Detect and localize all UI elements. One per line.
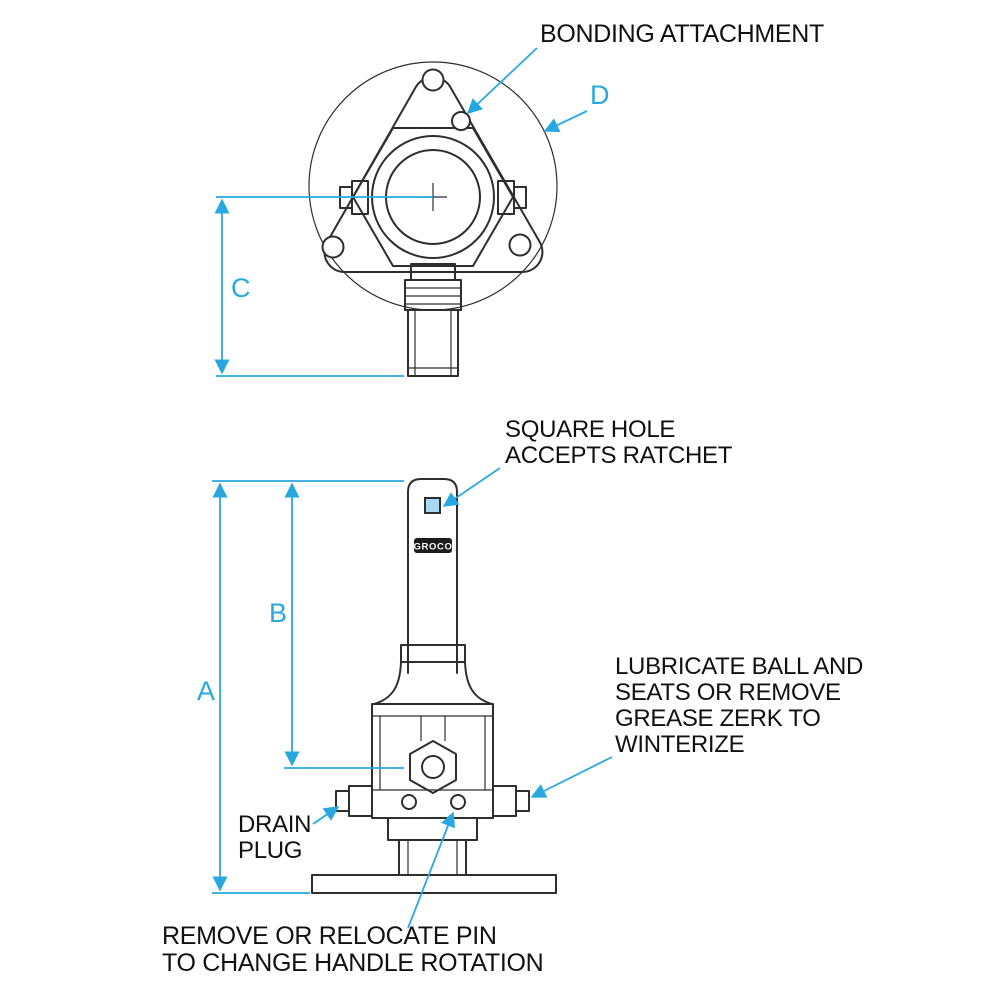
brand-logo-box: [414, 538, 452, 553]
callout-relocate-pin: REMOVE OR RELOCATE PIN TO CHANGE HANDLE …: [162, 811, 544, 977]
callout-square-hole: SQUARE HOLE ACCEPTS RATCHET: [442, 416, 733, 507]
drain-plug-label-line1: DRAIN: [238, 811, 311, 838]
callout-lubricate: LUBRICATE BALL AND SEATS OR REMOVE GREAS…: [530, 653, 863, 798]
handle-pin-left: [401, 794, 417, 810]
square-ratchet-hole: [424, 497, 441, 514]
lubricate-label-line4: WINTERIZE: [615, 731, 744, 758]
relocate-pin-label-line1: REMOVE OR RELOCATE PIN: [162, 922, 497, 950]
grease-zerk-hex: [409, 740, 457, 794]
lubricate-label-line1: LUBRICATE BALL AND: [615, 653, 863, 680]
drain-plug-label-line2: PLUG: [238, 837, 302, 864]
square-hole-label-line1: SQUARE HOLE: [505, 416, 675, 443]
tailpipe: [404, 263, 462, 377]
lubricate-label-line2: SEATS OR REMOVE: [615, 679, 841, 706]
dim-a-label: A: [197, 676, 215, 706]
square-hole-label-line2: ACCEPTS RATCHET: [505, 442, 733, 469]
bolt-hole-left: [321, 235, 345, 259]
bolt-hole-top: [421, 68, 445, 92]
handle: GROCO: [400, 478, 466, 674]
side-fitting-right: [497, 180, 527, 215]
bonding-screw: [451, 111, 471, 131]
dim-c-label: C: [231, 273, 251, 303]
valve-body: [371, 703, 494, 819]
lubricate-label-line3: GREASE ZERK TO: [615, 705, 821, 732]
brand-logo-text: GROCO: [414, 542, 453, 553]
side-view: GROCO: [311, 478, 557, 894]
dimension-d: D: [543, 80, 610, 132]
mounting-base-flange: [311, 874, 557, 894]
dimension-b: B: [269, 482, 404, 769]
callout-drain-plug: DRAIN PLUG: [238, 806, 340, 864]
bonding-attachment-label: BONDING ATTACHMENT: [540, 20, 824, 48]
dim-d-label: D: [590, 80, 610, 110]
top-view: [308, 61, 558, 377]
callout-bonding-attachment: BONDING ATTACHMENT: [466, 20, 824, 115]
handle-collar: [400, 644, 466, 663]
dim-b-label: B: [269, 598, 287, 628]
bolt-hole-right: [508, 233, 532, 257]
dimension-a: A: [197, 480, 404, 894]
bonnet-shoulder: [373, 661, 493, 705]
grease-zerk-bolt: [492, 785, 530, 817]
drain-plug-bolt: [335, 785, 373, 817]
relocate-pin-label-line2: TO CHANGE HANDLE ROTATION: [162, 949, 543, 977]
dimension-c: C: [214, 196, 433, 377]
handle-pin-right: [450, 794, 466, 810]
grease-zerk-port: [421, 755, 445, 779]
